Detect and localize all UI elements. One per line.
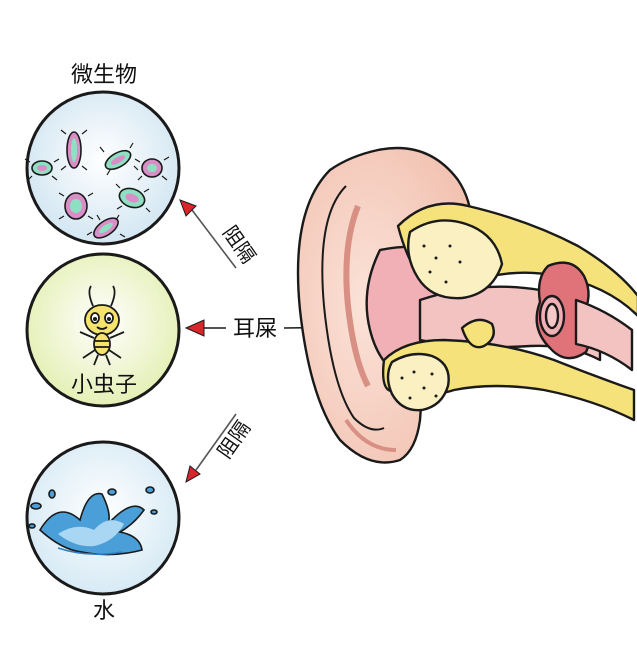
microbes-circle (24, 90, 181, 246)
insect-label: 小虫子 (71, 373, 137, 398)
block-arrow-top (179, 199, 237, 269)
arrow-icon (185, 465, 201, 484)
water-splash-icon (28, 486, 158, 556)
water-circle (25, 440, 181, 596)
block-arrow-bottom (185, 413, 237, 484)
block-label-top: 阻隔 (218, 221, 261, 268)
insect-icon (79, 285, 125, 366)
arrow-icon (179, 199, 197, 217)
microbes-label: 微生物 (71, 63, 137, 88)
insect-circle (25, 252, 181, 408)
microbe-icon (31, 131, 163, 239)
bone-texture (400, 244, 462, 400)
block-label-bottom: 阻隔 (212, 416, 255, 463)
earwax-label: 耳屎 (233, 317, 277, 342)
ear-icon (296, 146, 637, 464)
arrow-icon (184, 319, 205, 337)
water-label: 水 (93, 599, 115, 624)
